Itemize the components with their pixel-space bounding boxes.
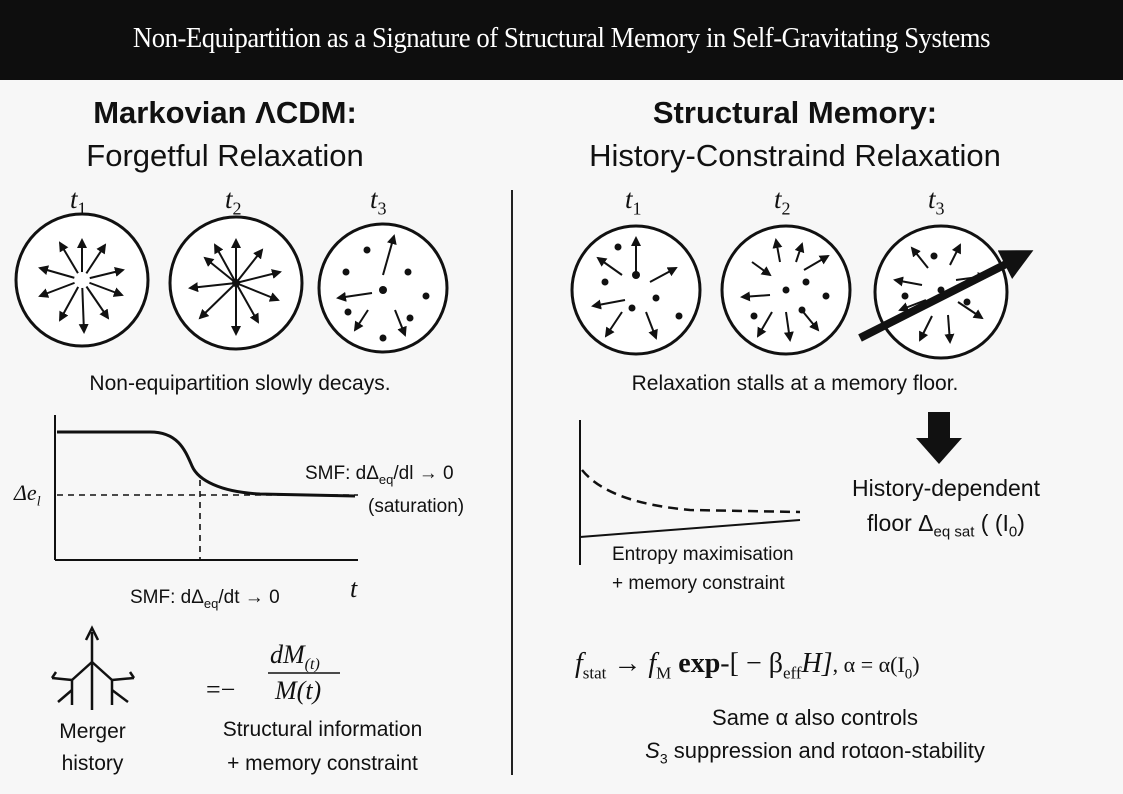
page-title: Non-Equipartition as a Signature of Stru… <box>132 22 991 54</box>
note-line1: Same α also controls <box>712 705 918 730</box>
left-system-t3 <box>317 222 449 354</box>
plot-x-label: t <box>350 574 358 603</box>
right-subheading: History-Constraind Relaxation <box>589 138 1001 173</box>
plot-annotation-2: (saturation) <box>368 496 465 517</box>
merger-label: Merger <box>59 720 126 743</box>
right-time-label-2: t2 <box>774 184 791 219</box>
struct-info-line2: + memory constraint <box>227 752 418 775</box>
plot-y-label: Δel <box>14 480 41 510</box>
ratio-denominator: M(t) <box>275 676 322 705</box>
left-caption: Non-equipartition slowly decays. <box>89 372 391 395</box>
column-divider <box>511 190 513 775</box>
floor-label-1: History-dependent <box>852 475 1040 501</box>
plot-annotation-1: SMF: dΔeq/dl → 0 <box>305 463 454 487</box>
history-label: history <box>61 752 124 775</box>
left-time-label-1: t1 <box>70 184 87 219</box>
struct-info-line1: Structural information <box>222 718 423 741</box>
smf-equation: SMF: dΔeq/dt → 0 <box>130 587 280 611</box>
right-caption: Relaxation stalls at a memory floor. <box>631 372 959 395</box>
right-plot-label-2: + memory constraint <box>612 573 785 594</box>
right-system-t3 <box>873 224 1009 360</box>
right-heading: Structural Memory: <box>652 95 938 130</box>
left-time-label-2: t2 <box>225 184 242 219</box>
left-decay-plot <box>54 415 358 561</box>
right-escape-arrow <box>858 250 1034 342</box>
title-banner: Non-Equipartition as a Signature of Stru… <box>0 0 1123 80</box>
right-system-t2 <box>720 224 852 356</box>
note-line2: S3 suppression and rotαon-stability <box>645 738 985 767</box>
left-time-label-3: t3 <box>370 184 387 219</box>
left-system-t1 <box>14 212 150 348</box>
left-system-t2 <box>168 215 304 351</box>
left-subheading: Forgetful Relaxation <box>86 138 364 173</box>
left-heading: Markovian ΛCDM: <box>93 95 357 130</box>
down-arrow <box>916 412 962 464</box>
floor-label-2: floor Δeq sat ( (I0) <box>867 510 1025 541</box>
merger-tree-icon <box>50 625 136 710</box>
stat-equation: fstat → fM exp-[ − βeffH], α = α(I0) <box>575 648 920 683</box>
right-time-label-1: t1 <box>625 184 642 219</box>
right-plot-label-1: Entropy maximisation <box>612 544 794 565</box>
right-system-t1 <box>570 224 702 356</box>
ratio-prefix: =− <box>206 675 236 704</box>
right-time-label-3: t3 <box>928 184 945 219</box>
right-floor-plot <box>579 420 801 565</box>
ratio-numerator: dM(t) <box>270 640 320 674</box>
